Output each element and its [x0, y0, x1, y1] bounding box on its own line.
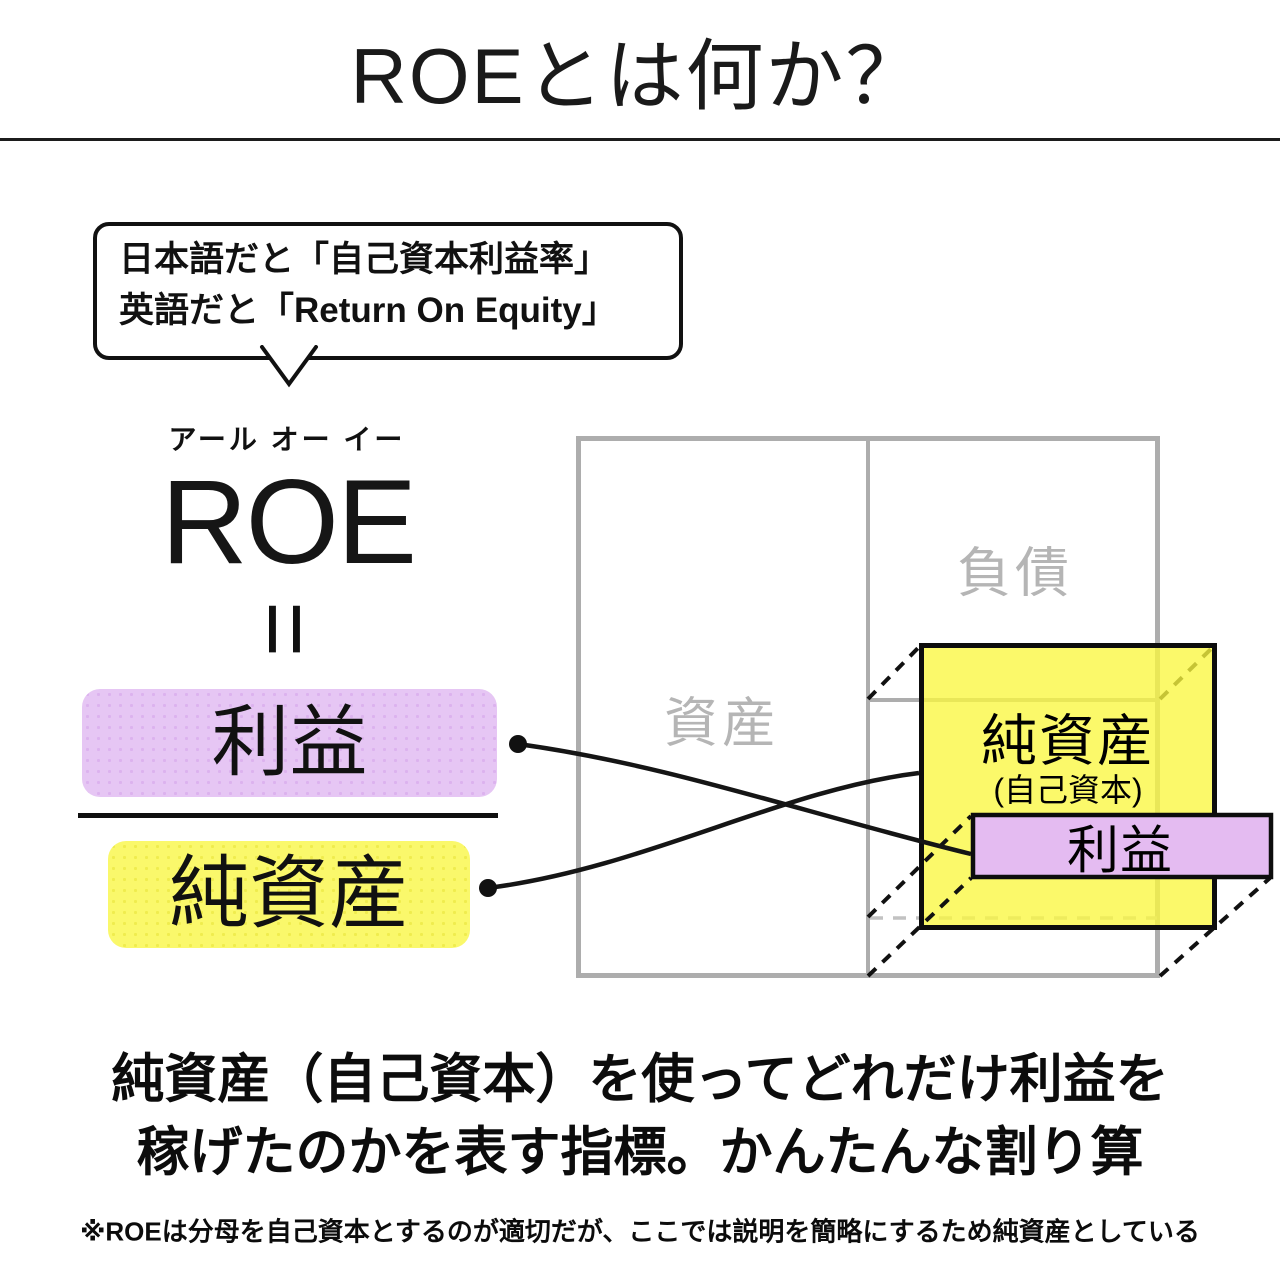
page-title: ROEとは何か？ [350, 32, 926, 120]
profit-bar-label: 利益 [1066, 822, 1174, 881]
denominator-box-net-assets: 純資産 [108, 841, 470, 948]
bubble-line-english: 英語だと「Return On Equity」 [119, 291, 617, 330]
bubble-line-japanese: 日本語だと「自己資本利益率」 [119, 240, 610, 279]
net-assets-sub-label: (自己資本) [993, 772, 1143, 808]
description-line-1: 純資産（自己資本）を使ってどれだけ利益を [111, 1050, 1169, 1109]
fraction-line [78, 813, 498, 818]
denominator-label: 純資産 [169, 849, 409, 938]
net-assets-label: 純資産 [981, 709, 1155, 773]
speech-bubble-tail [260, 345, 318, 388]
liabilities-label: 負債 [957, 543, 1073, 604]
roe-furigana: アール オー イー [168, 424, 406, 455]
description-line-2: 稼げたのかを表す指標。かんたんな割り算 [136, 1123, 1144, 1182]
title-divider [0, 138, 1280, 141]
speech-bubble: 日本語だと「自己資本利益率」 英語だと「Return On Equity」 [93, 222, 683, 360]
roe-term: ROE [160, 455, 417, 589]
numerator-label: 利益 [211, 698, 368, 786]
footnote: ※ROEは分母を自己資本とするのが適切だが、ここでは説明を簡略にするため純資産と… [80, 1216, 1200, 1247]
assets-label: 資産 [664, 693, 780, 754]
numerator-box-profit: 利益 [82, 689, 497, 797]
